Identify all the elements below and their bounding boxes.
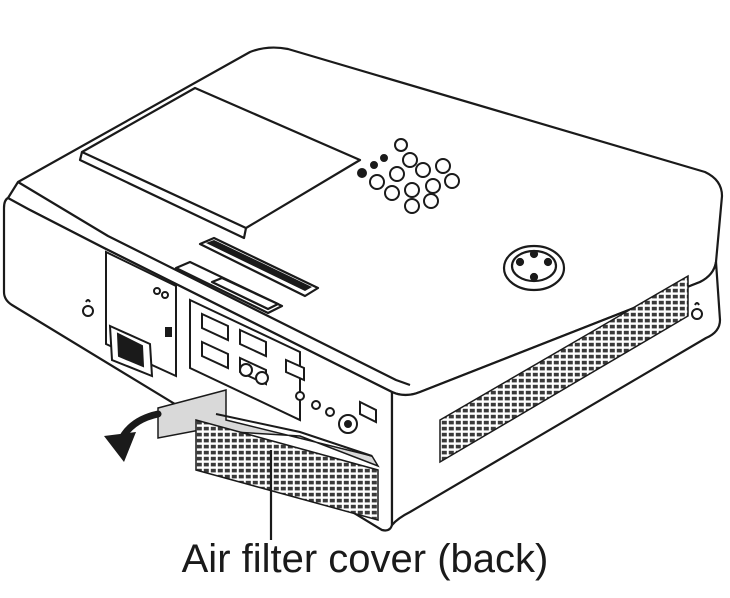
vga-port-3	[201, 340, 229, 370]
button-menu	[369, 174, 385, 190]
removal-arrow-icon	[104, 410, 162, 462]
vga-port-1	[201, 312, 229, 342]
button-extra-1	[444, 173, 460, 189]
power-socket-inner	[116, 332, 145, 368]
button-down	[404, 182, 420, 198]
filter-cover-flap	[157, 389, 380, 468]
filter-grille	[195, 419, 379, 521]
button-extra-3	[423, 193, 439, 209]
button-right	[384, 185, 400, 201]
air-filter-cover-label: Air filter cover (back)	[181, 537, 549, 581]
rca-jack-2	[255, 371, 269, 385]
status-indicator	[370, 161, 378, 169]
lens-focus-ring	[502, 244, 566, 292]
side-vent-grille	[439, 274, 689, 464]
air-filter-cover	[157, 389, 380, 521]
hdmi-port	[285, 358, 305, 382]
kensington-lock-icon-right	[691, 302, 703, 320]
control-panel-buttons	[357, 138, 460, 214]
audio-jack-3	[325, 407, 335, 417]
top-slot-2	[210, 276, 280, 311]
power-indicator	[357, 168, 367, 178]
top-bevel	[17, 181, 411, 387]
lan-port	[359, 400, 377, 424]
terminal-panel	[105, 250, 377, 434]
kensington-lock-icon	[82, 299, 94, 317]
button-select	[415, 162, 431, 178]
audio-jack-2	[311, 400, 321, 410]
rca-jack-1	[239, 363, 253, 377]
button-top	[394, 138, 408, 152]
vga-port-2	[239, 328, 267, 358]
warning-indicator	[380, 154, 388, 162]
button-left	[435, 158, 451, 174]
button-power	[425, 178, 441, 194]
button-extra-2	[404, 198, 420, 214]
button-input	[402, 152, 418, 168]
audio-jack-1	[295, 391, 305, 401]
brand-plate-inner	[206, 240, 312, 291]
filter-cover-hinge	[215, 413, 373, 457]
button-up	[389, 166, 405, 182]
lamp-cover-panel	[80, 86, 362, 230]
lamp-cover-edge	[78, 151, 248, 240]
